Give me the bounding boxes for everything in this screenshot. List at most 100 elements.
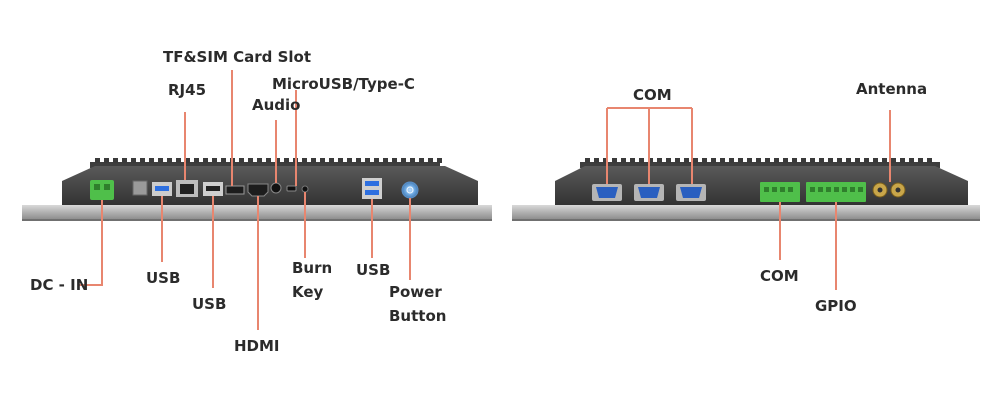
heatsink-fin — [639, 158, 644, 163]
gpio-terminal-block — [806, 182, 866, 202]
heatsink-fin — [284, 158, 289, 163]
heatsink-fin — [194, 158, 199, 163]
left-labels: TF&SIM Card Slot RJ45 MicroUSB/Type-C Au… — [30, 48, 446, 355]
heatsink-fin — [257, 158, 262, 163]
gpio-pin — [834, 187, 839, 192]
antenna-connector-1 — [872, 182, 888, 198]
label-usb-a: USB — [146, 269, 180, 287]
right-labels: COM Antenna COM GPIO — [633, 80, 927, 315]
heatsink-fin — [140, 158, 145, 163]
left-fin-teeth — [95, 158, 442, 163]
heatsink-fin — [738, 158, 743, 163]
heatsink-fin — [612, 158, 617, 163]
label-power-line1: Power — [389, 283, 442, 301]
heatsink-fin — [437, 158, 442, 163]
right-heatsink-fins — [580, 162, 940, 168]
heatsink-fin — [729, 158, 734, 163]
com-terminal-block — [760, 182, 800, 202]
heatsink-fin — [167, 158, 172, 163]
heatsink-fin — [711, 158, 716, 163]
rj45-port — [176, 180, 198, 197]
heatsink-fin — [891, 158, 896, 163]
heatsink-fin — [927, 158, 932, 163]
usb-stack-right — [362, 178, 382, 199]
heatsink-fin — [185, 158, 190, 163]
heatsink-fin — [104, 158, 109, 163]
heatsink-fin — [792, 158, 797, 163]
heatsink-fin — [846, 158, 851, 163]
heatsink-fin — [810, 158, 815, 163]
label-com-top: COM — [633, 86, 672, 104]
heatsink-fin — [801, 158, 806, 163]
left-leader-lines — [78, 70, 411, 330]
heatsink-fin — [221, 158, 226, 163]
label-com-bottom: COM — [760, 267, 799, 285]
heatsink-fin — [131, 158, 136, 163]
heatsink-fin — [630, 158, 635, 163]
hdmi-port — [247, 183, 269, 197]
right-front-bezel — [512, 205, 980, 220]
microusb-port — [286, 185, 297, 192]
heatsink-fin — [239, 158, 244, 163]
gpio-pin — [818, 187, 823, 192]
heatsink-fin — [702, 158, 707, 163]
label-microusb: MicroUSB/Type-C — [272, 75, 415, 93]
label-usb-b: USB — [192, 295, 226, 313]
com-db9-port-3 — [676, 184, 706, 201]
leader-dc-in — [78, 200, 103, 286]
gpio-pin — [858, 187, 863, 192]
heatsink-fin — [747, 158, 752, 163]
heatsink-fin — [428, 158, 433, 163]
heatsink-fin — [675, 158, 680, 163]
heatsink-fin — [95, 158, 100, 163]
heatsink-fin — [320, 158, 325, 163]
heatsink-fin — [756, 158, 761, 163]
heatsink-fin — [374, 158, 379, 163]
heatsink-fin — [365, 158, 370, 163]
heatsink-fin — [837, 158, 842, 163]
heatsink-fin — [203, 158, 208, 163]
heatsink-fin — [918, 158, 923, 163]
heatsink-fin — [302, 158, 307, 163]
heatsink-fin — [212, 158, 217, 163]
heatsink-fin — [783, 158, 788, 163]
heatsink-fin — [882, 158, 887, 163]
heatsink-fin — [419, 158, 424, 163]
heatsink-fin — [401, 158, 406, 163]
heatsink-fin — [621, 158, 626, 163]
heatsink-fin — [392, 158, 397, 163]
heatsink-fin — [311, 158, 316, 163]
heatsink-fin — [774, 158, 779, 163]
usb-port-left — [152, 182, 172, 196]
com-db9-port-1 — [592, 184, 622, 201]
gpio-pin — [850, 187, 855, 192]
gpio-pin — [842, 187, 847, 192]
gpio-pin — [810, 187, 815, 192]
heatsink-fin — [603, 158, 608, 163]
heatsink-fin — [900, 158, 905, 163]
label-rj45: RJ45 — [168, 81, 206, 99]
burn-key-hole — [301, 185, 309, 193]
com-db9-port-2 — [634, 184, 664, 201]
heatsink-fin — [594, 158, 599, 163]
label-audio: Audio — [252, 96, 300, 114]
heatsink-fin — [819, 158, 824, 163]
heatsink-fin — [765, 158, 770, 163]
heatsink-fin — [585, 158, 590, 163]
usb-port-mid — [203, 182, 223, 196]
heatsink-fin — [266, 158, 271, 163]
heatsink-fin — [873, 158, 878, 163]
right-leader-lines — [606, 107, 891, 290]
power-button — [401, 181, 419, 199]
button-square — [132, 180, 148, 196]
heatsink-fin — [329, 158, 334, 163]
heatsink-fin — [657, 158, 662, 163]
heatsink-fin — [648, 158, 653, 163]
heatsink-fin — [113, 158, 118, 163]
heatsink-fin — [684, 158, 689, 163]
heatsink-fin — [356, 158, 361, 163]
heatsink-fin — [248, 158, 253, 163]
tf-sim-slot — [225, 185, 245, 195]
